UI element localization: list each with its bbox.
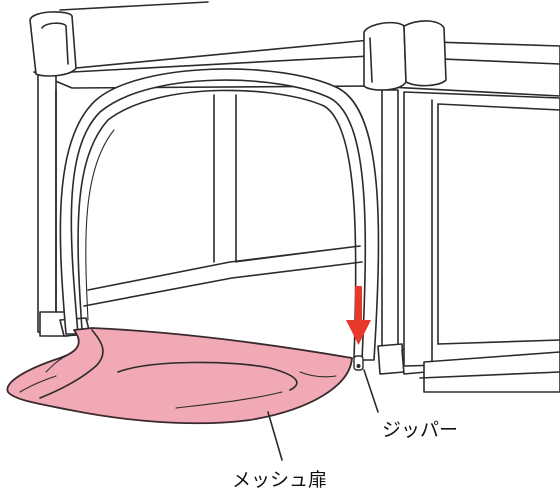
zipper-label: ジッパー <box>382 419 458 441</box>
mesh-door-fold-line <box>299 371 337 378</box>
mesh-door-shape <box>6 327 353 425</box>
left-corner-post <box>29 11 91 337</box>
mesh-door-fold-line <box>175 391 283 409</box>
mesh-door-leader-line <box>267 411 283 461</box>
mesh-door <box>6 327 353 425</box>
zipper-pull <box>353 355 364 371</box>
mesh-door-fold-line <box>117 361 298 391</box>
mesh-door-fold-line <box>45 355 67 373</box>
mesh-door-fold-line <box>39 329 104 399</box>
down-arrow-icon <box>346 286 371 345</box>
door-opening <box>55 68 380 361</box>
mesh-door-fold-line <box>19 375 57 393</box>
mesh-door-label: メッシュ扉 <box>232 469 327 491</box>
back-panel <box>83 94 363 307</box>
zipper-leader-line <box>363 369 379 413</box>
right-panel <box>403 91 560 393</box>
